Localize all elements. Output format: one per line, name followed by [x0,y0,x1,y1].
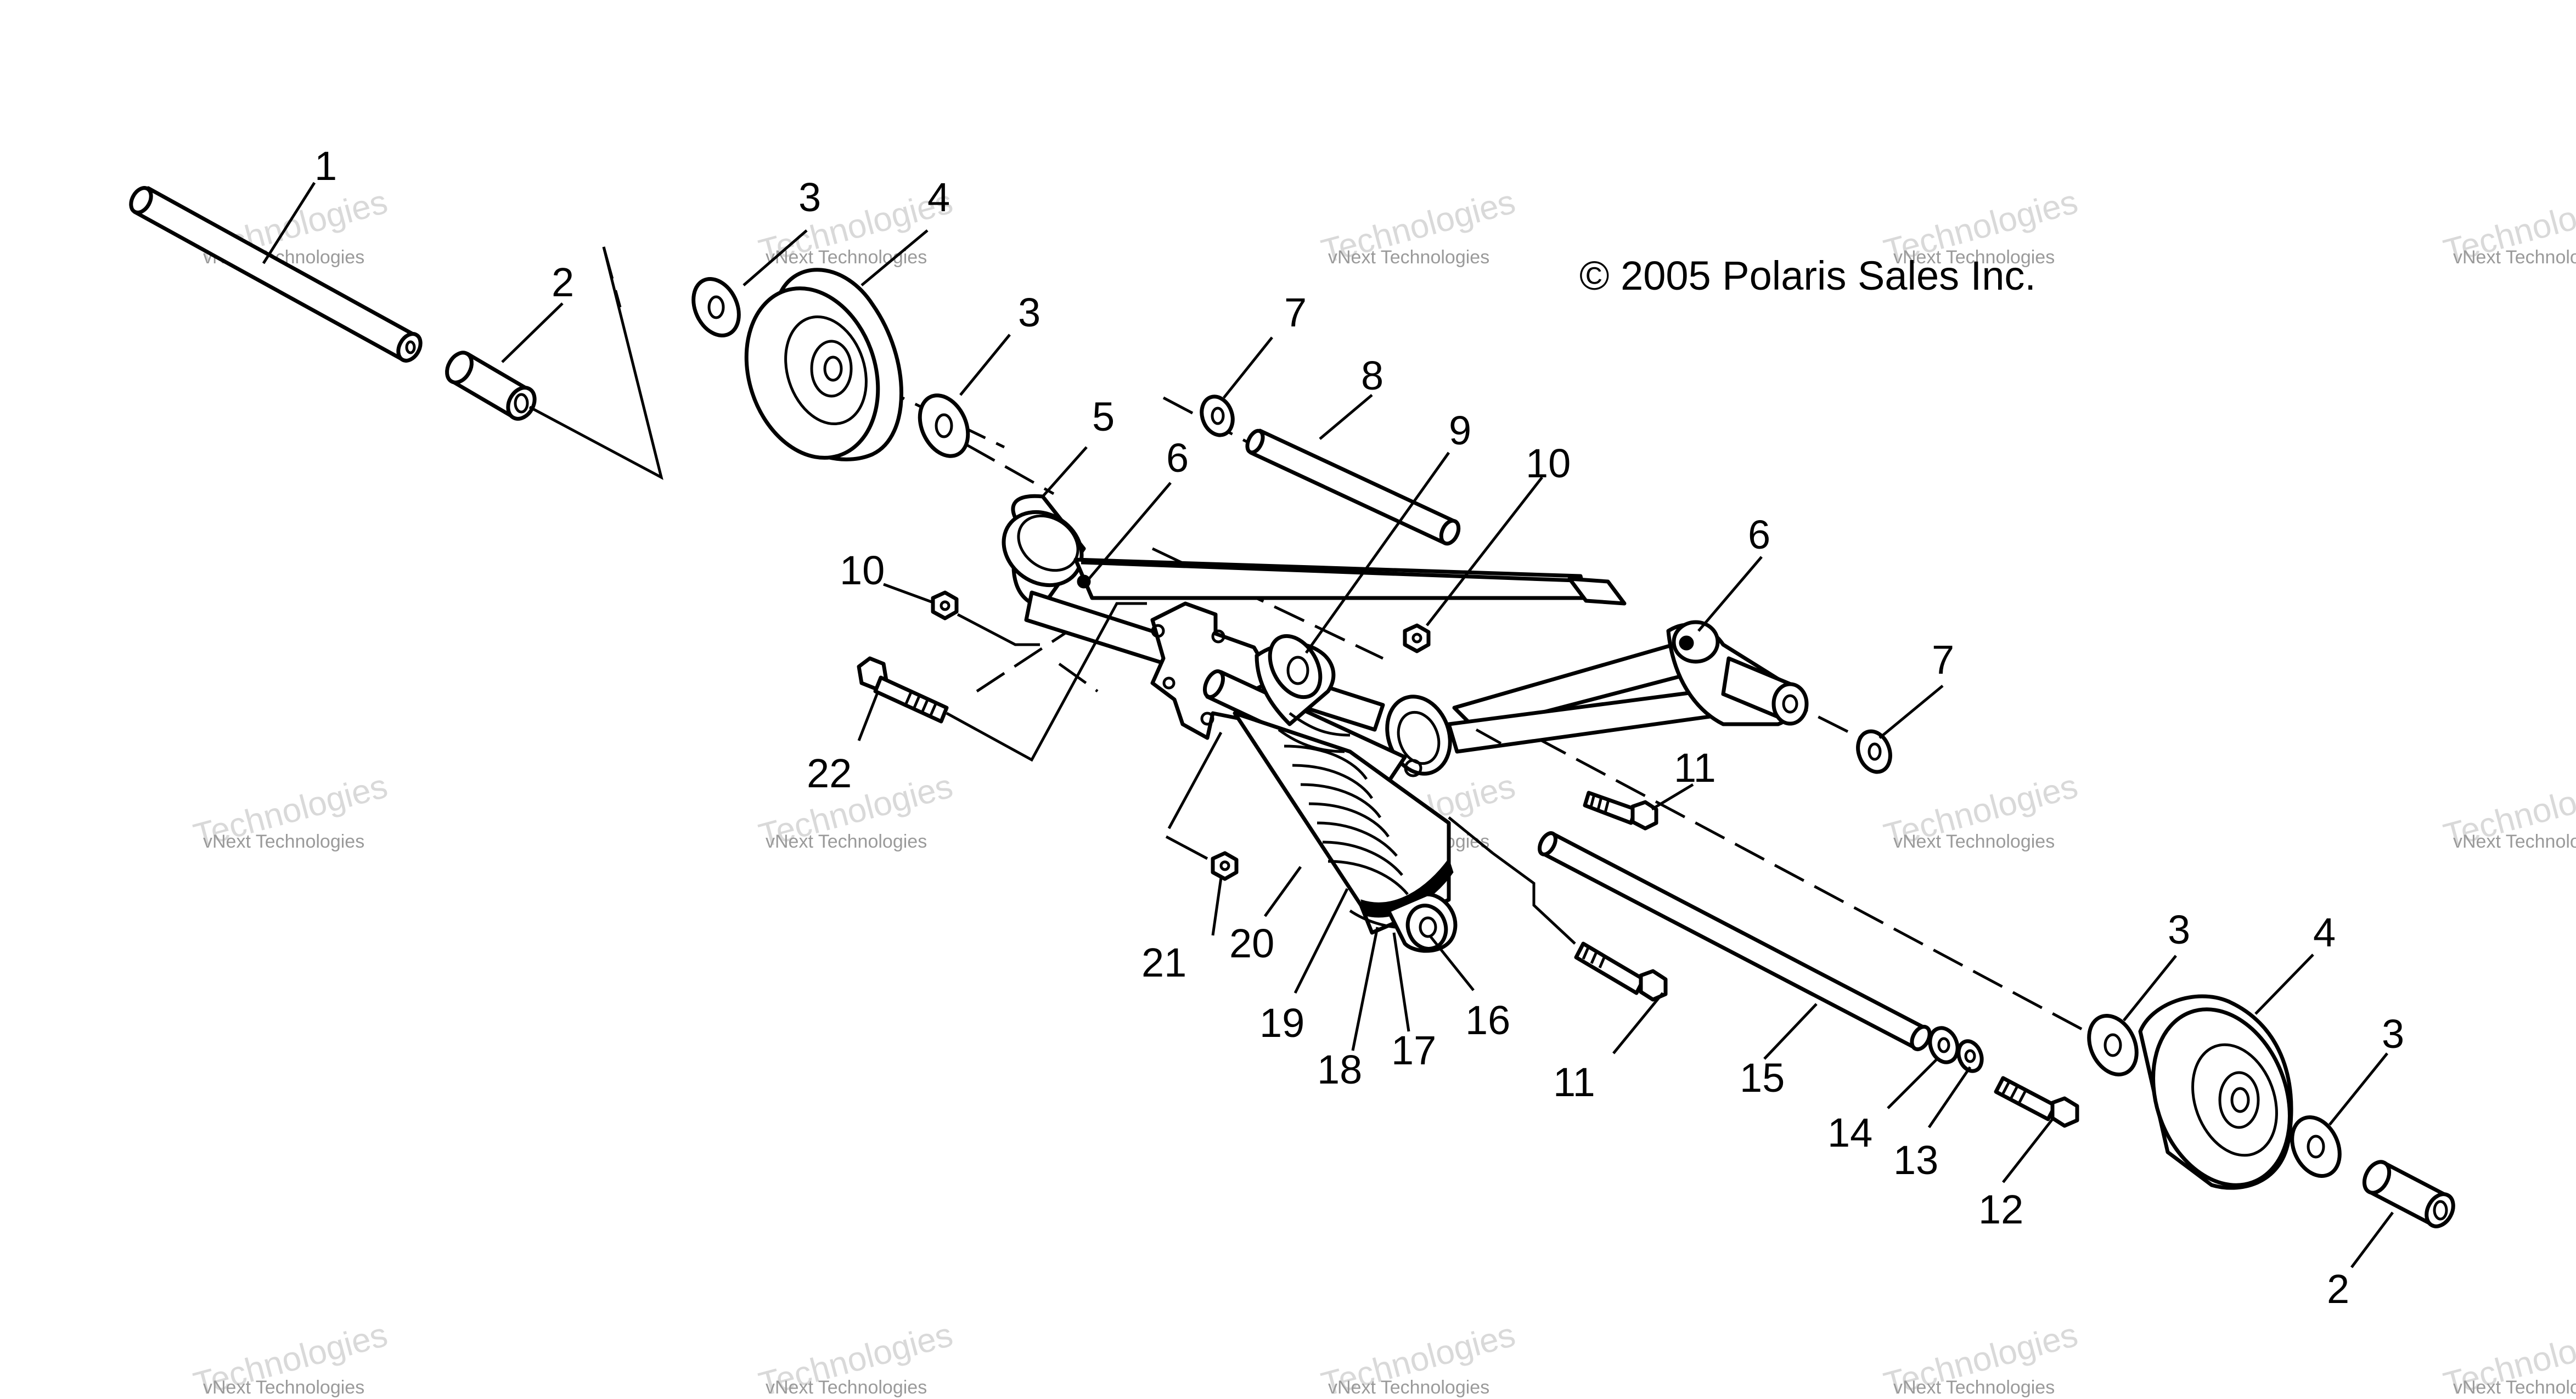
part-14-washer [1928,1026,1960,1064]
part-3-washer-d [2290,1115,2342,1178]
watermark-text: vNext Technologies [2453,1377,2576,1398]
part-3-washer-b [918,393,970,458]
callout-13: 13 [1893,1137,1938,1183]
callout-4: 4 [2313,910,2336,955]
callout-21: 21 [1141,940,1186,985]
watermark-text: vNext Technologies [2453,247,2576,268]
part-16-lower-eye [1386,892,1458,953]
watermark-text: vNext Technologies [1328,247,1489,268]
bracket-line [1448,816,1494,854]
callout-7: 7 [1284,290,1307,335]
part-11-bolt-lower [1574,941,1668,1002]
callout-20: 20 [1229,921,1274,966]
callout-5: 5 [1092,394,1115,439]
copyright-notice: © 2005 Polaris Sales Inc. [1579,253,2036,298]
part-4-idler-wheel-left [744,268,903,461]
callout-22: 22 [807,751,852,796]
callout-8: 8 [1361,353,1383,398]
watermark-text: vNext Technologies [1328,1377,1489,1398]
callout-6: 6 [1748,512,1770,557]
callout-18: 18 [1317,1047,1362,1092]
part-10-nut-right [1403,623,1431,653]
watermark-text: vNext Technologies [1893,247,2055,268]
leader-lines [262,182,2394,1268]
part-3-washer-c [2087,1014,2139,1076]
part-21-nut [1211,851,1239,881]
watermark-text: vNext Technologies [2453,831,2576,852]
callout-3: 3 [2382,1011,2404,1057]
watermark-text: vNext Technologies [766,831,927,852]
part-11-bolt-upper [1583,791,1658,831]
callout-17: 17 [1391,1028,1436,1073]
part-10-nut-left [931,590,959,620]
callout-3: 3 [798,174,821,220]
part-20-spring [1233,711,1451,935]
bracket-line [1165,835,1208,860]
callout-14: 14 [1827,1110,1872,1155]
watermark-text: vNext Technologies [203,1377,364,1398]
part-12-bolt [1994,1076,2079,1128]
bracket-line [1475,728,1502,745]
part-2-spacer-right [2362,1160,2455,1228]
callout-9: 9 [1449,408,1471,453]
watermark-text: vNext Technologies [203,831,364,852]
bracket-line [946,602,1147,762]
callout-11: 11 [1674,745,1716,791]
bracket-line [528,246,663,480]
callout-1: 1 [314,143,337,189]
part-3-washer-a [691,277,741,338]
callout-16: 16 [1465,997,1510,1043]
part-2-spacer-left [445,351,537,421]
part-15-rod [1538,831,1932,1052]
watermark-text: vNext Technologies [766,247,927,268]
callout-2: 2 [552,260,574,305]
callout-10: 10 [1526,441,1571,486]
part-1-axle-shaft [129,186,423,363]
callout-labels: 1 2 3 4 3 5 6 7 8 9 10 10 22 6 7 11 11 1… [314,143,2404,1312]
part-7-washer-right [1856,729,1892,774]
callout-7: 7 [1932,637,1954,682]
watermark-text: vNext Technologies [766,1377,927,1398]
part-13-washer [1956,1039,1984,1073]
watermark-text: vNext Technologies [1893,1377,2055,1398]
callout-6: 6 [1166,435,1189,481]
callout-4: 4 [927,174,950,220]
callout-11: 11 [1553,1059,1595,1105]
watermark-text: vNext Technologies [1893,831,2055,852]
bracket-line [1492,851,1576,945]
part-7-washer-top [1200,394,1235,437]
callout-3: 3 [1018,290,1040,335]
part-22-bolt [857,656,949,724]
callout-3: 3 [2168,907,2190,952]
part-8-rod [1245,428,1461,546]
callout-15: 15 [1740,1055,1785,1101]
part-6-grease-fitting-right [1679,635,1694,651]
part-4-idler-wheel-right [2138,994,2293,1190]
bracket-line [957,613,1040,646]
assembly-center-lines [833,363,2097,1039]
bracket-line [1167,731,1223,830]
callout-19: 19 [1259,1000,1304,1046]
callout-2: 2 [2327,1266,2349,1312]
callout-10: 10 [840,548,885,593]
callout-12: 12 [1978,1187,2023,1232]
